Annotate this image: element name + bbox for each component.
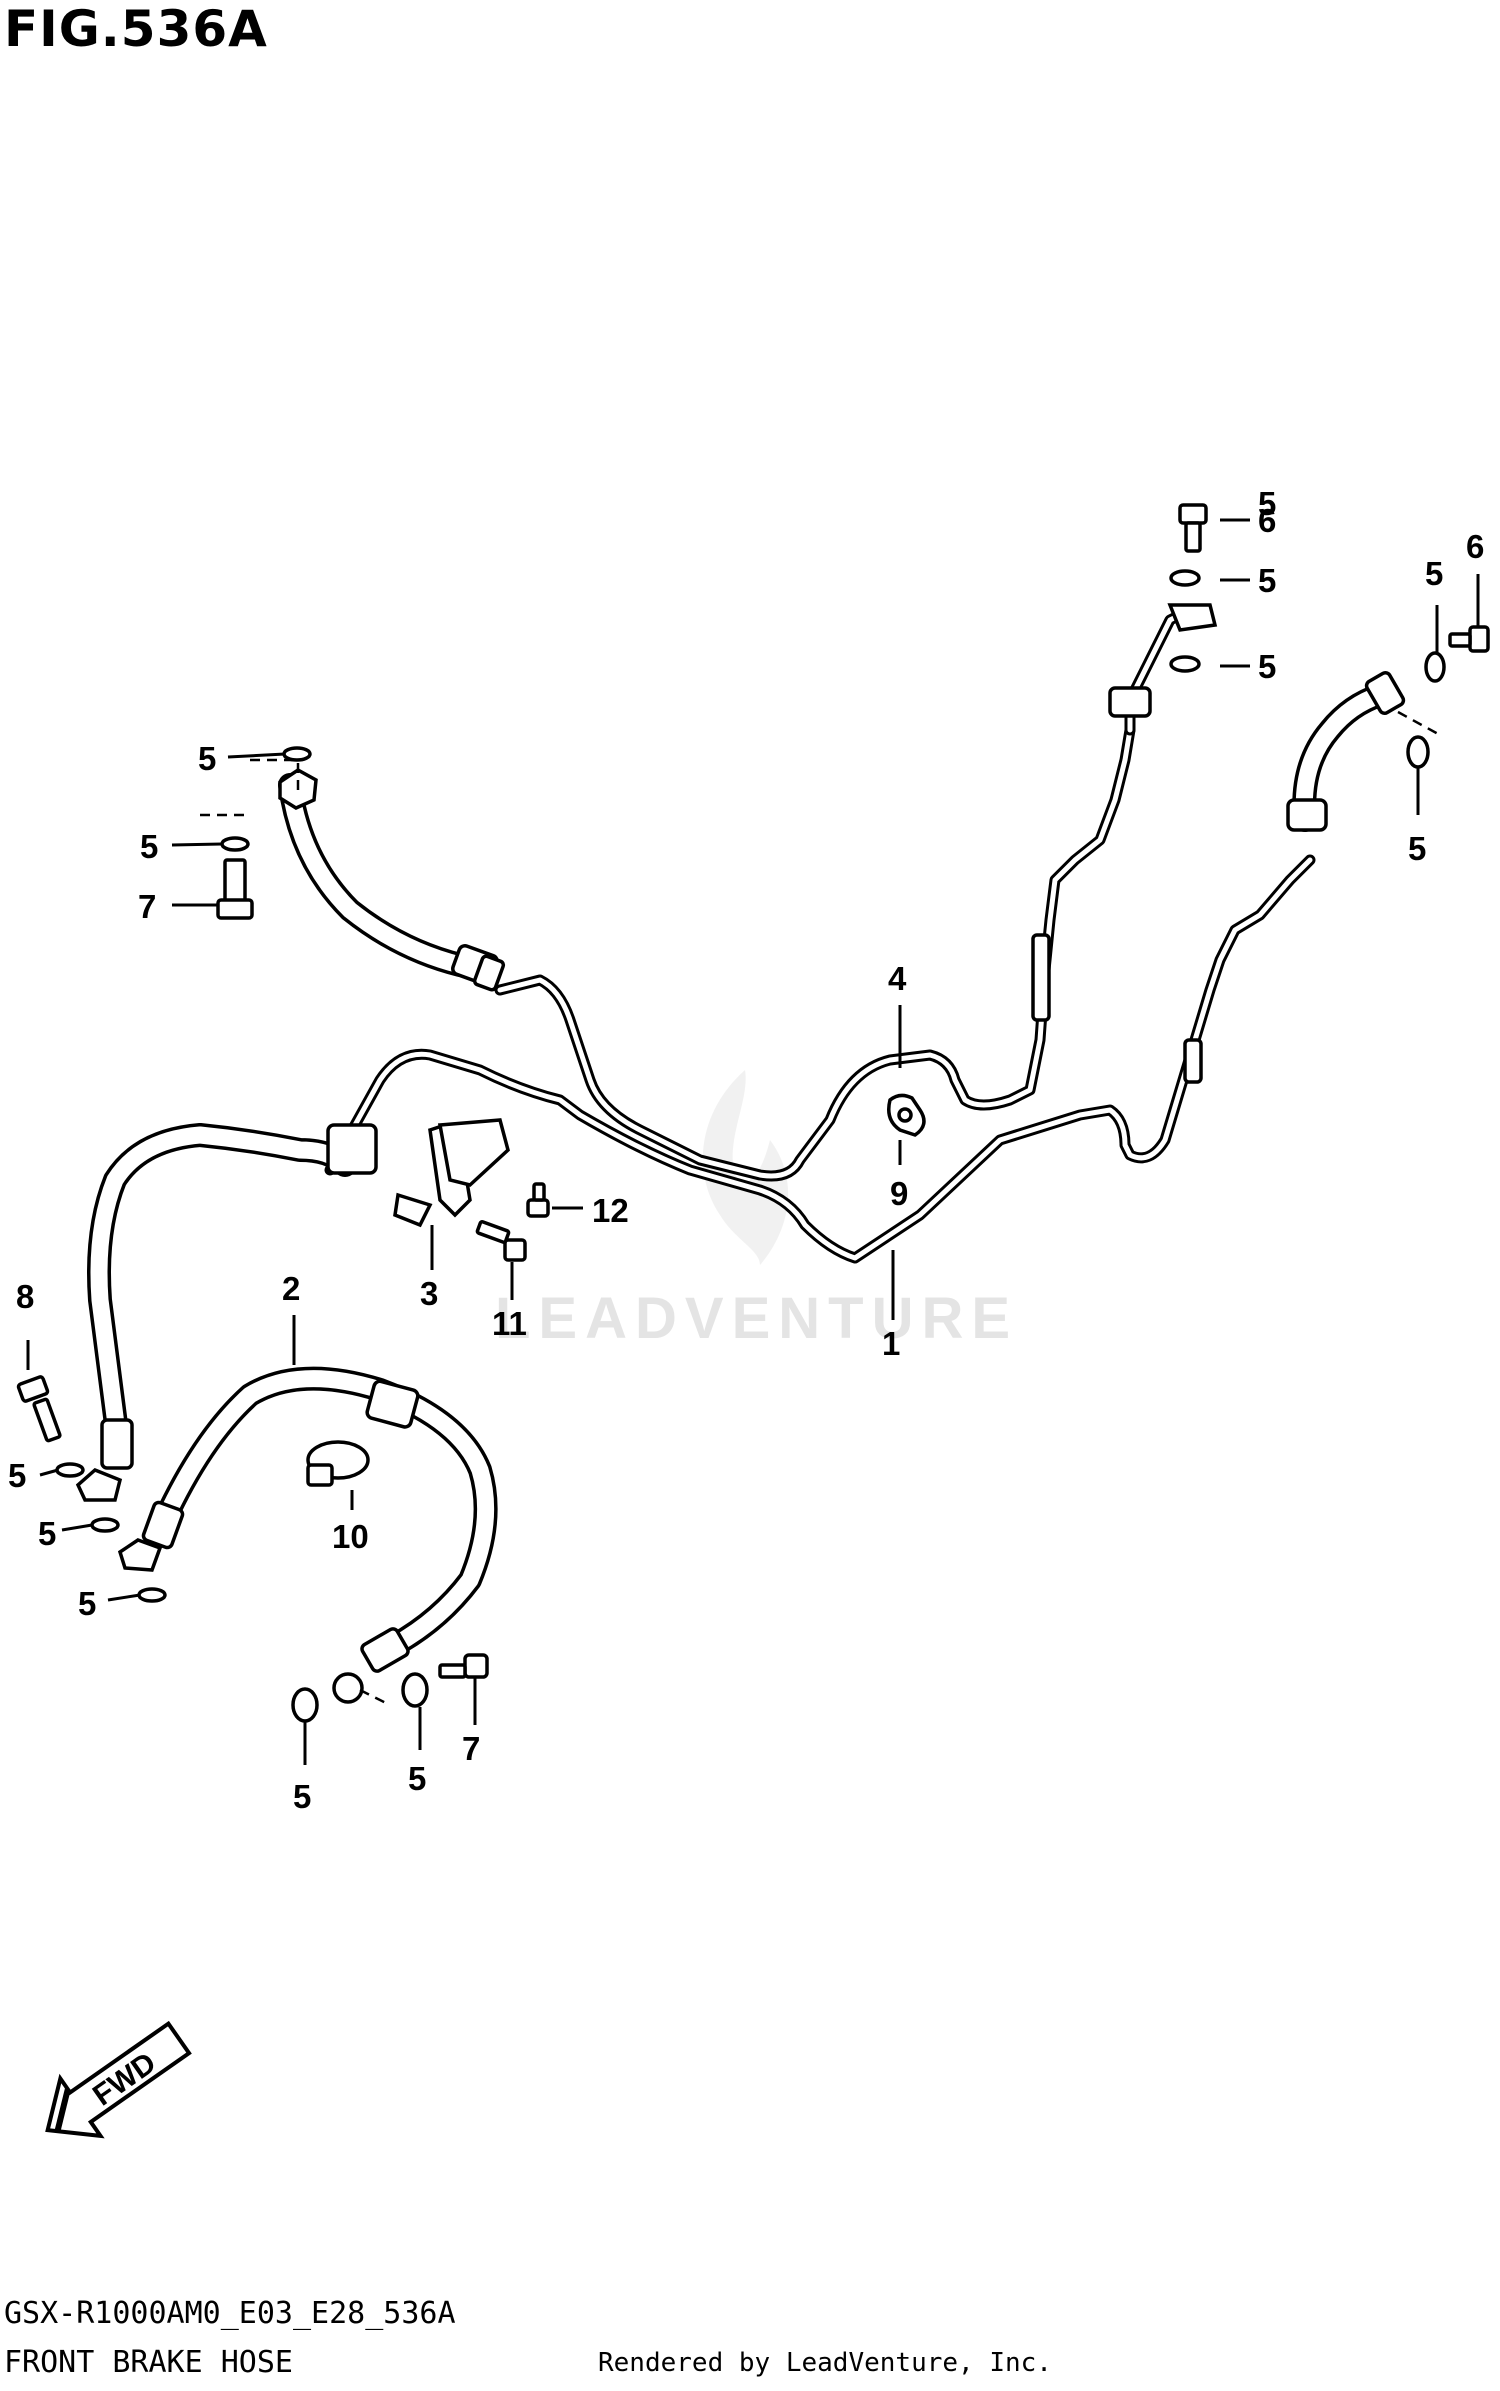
hose-bracket-3[interactable]: [393, 1118, 510, 1228]
figure-title: FIG.536A: [4, 0, 268, 58]
callout-5-e: 5: [1425, 555, 1443, 592]
callout-8: 8: [16, 1278, 34, 1315]
callout-9: 9: [890, 1175, 908, 1212]
callout-6-b: 6: [1466, 528, 1484, 565]
callout-6-a: 6: [1258, 502, 1276, 539]
upper-center-pipe-fitting[interactable]: [1108, 603, 1218, 736]
callout-7-b: 7: [462, 1730, 480, 1767]
callout-5-f: 5: [1408, 830, 1426, 867]
watermark-logo: [702, 1070, 789, 1265]
brake-pipe-1[interactable]: [324, 854, 1316, 1264]
callout-5-l: 5: [1258, 485, 1276, 522]
callout-5-g: 5: [8, 1457, 26, 1494]
gasket-washers[interactable]: [55, 569, 1446, 1723]
callout-10: 10: [332, 1518, 369, 1555]
callout-5-c: 5: [1258, 562, 1276, 599]
callout-5-a: 5: [198, 740, 216, 777]
callout-5-i: 5: [78, 1585, 96, 1622]
render-credit: Rendered by LeadVenture, Inc.: [598, 2348, 1052, 2378]
callout-4: 4: [888, 960, 907, 997]
hose-clamp-10[interactable]: [306, 1440, 370, 1487]
watermark-text: LEADVENTURE: [495, 1286, 1019, 1351]
callout-2: 2: [282, 1270, 300, 1307]
pipe-clip-9[interactable]: [887, 1093, 926, 1137]
model-code: GSX-R1000AM0_E03_E28_536A: [4, 2296, 456, 2331]
callout-5-d: 5: [1258, 648, 1276, 685]
upper-right-brake-hose[interactable]: [1286, 670, 1406, 832]
callout-3: 3: [420, 1275, 438, 1312]
lower-left-brake-hose[interactable]: [75, 1123, 378, 1502]
callout-1: 1: [882, 1325, 900, 1362]
upper-left-brake-hose[interactable]: [278, 767, 506, 992]
callout-11: 11: [492, 1305, 527, 1342]
fwd-arrow-icon: FWD: [45, 2020, 192, 2139]
callout-5-h: 5: [38, 1515, 56, 1552]
callout-5-b: 5: [140, 828, 158, 865]
diagram-title: FRONT BRAKE HOSE: [4, 2345, 293, 2380]
callout-12: 12: [592, 1192, 629, 1229]
brake-pipe-4[interactable]: [494, 724, 1136, 1182]
union-bolts[interactable]: [16, 503, 1490, 1679]
callout-5-j: 5: [293, 1778, 311, 1815]
callout-5-k: 5: [408, 1760, 426, 1797]
callout-labels: 1 2 3 4 5 5 5 5 5 5 5 5 5 5 5 5 6 6 7 7 …: [8, 485, 1484, 1815]
brake-hose-2[interactable]: [117, 1366, 498, 1704]
callout-7-a: 7: [138, 888, 156, 925]
callout-leaders: [26, 518, 1480, 1765]
